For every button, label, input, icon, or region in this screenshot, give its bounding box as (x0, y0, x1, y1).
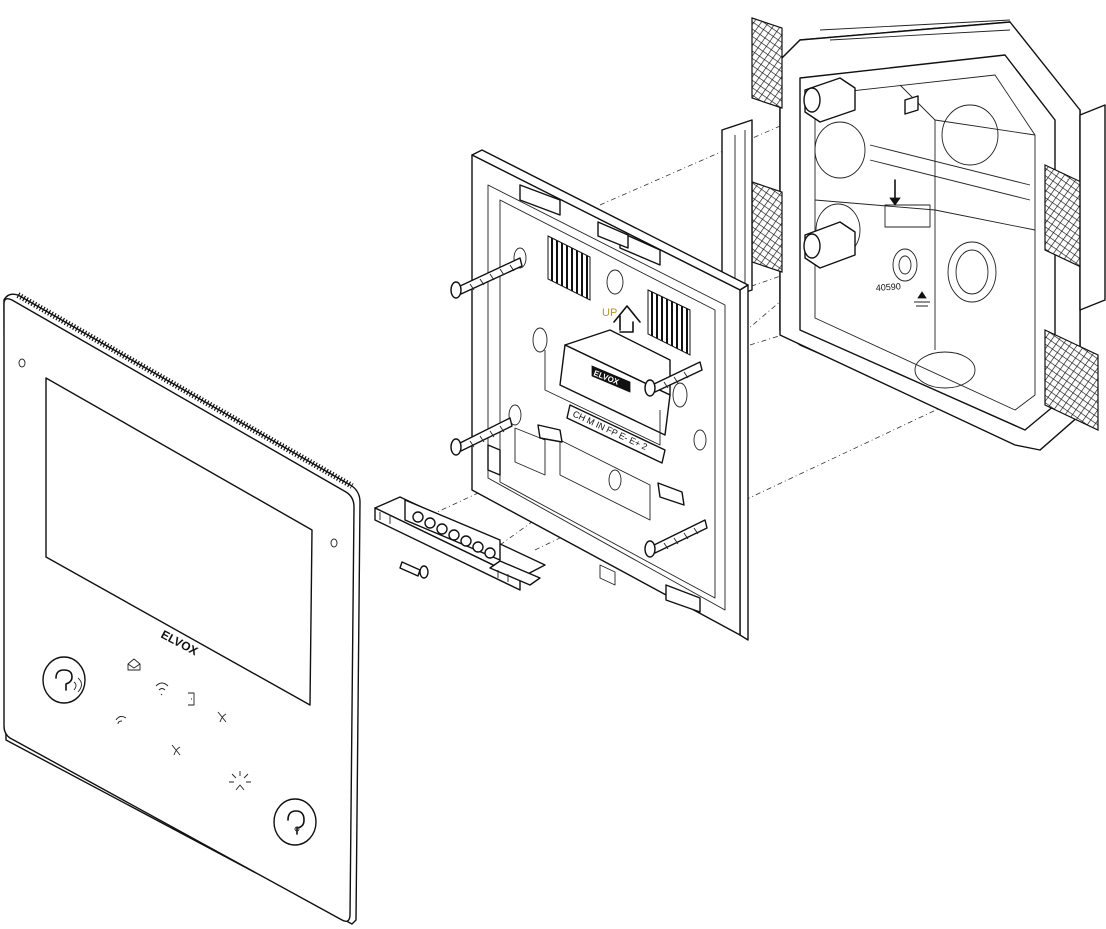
vent-grille-left (547, 235, 591, 301)
answer-call-button-icon (42, 656, 86, 704)
mounting-screws (399, 257, 708, 579)
terminal-screws (412, 511, 496, 559)
door-open-button-icon (273, 798, 317, 846)
box-wing-top-left (751, 17, 783, 109)
screw-mid-right (644, 361, 703, 397)
screw-mid-left (450, 417, 513, 456)
door-icon (188, 692, 195, 706)
video-monitor: ELVOX (3, 292, 361, 925)
terminal-block (374, 496, 546, 591)
box-model-number: 40590 (875, 281, 901, 293)
flush-mount-box: 40590 (721, 17, 1106, 451)
light-icon (229, 771, 251, 791)
box-wing-bottom-right (1044, 329, 1099, 431)
screw-terminal (399, 561, 429, 579)
handset-icon (115, 715, 127, 725)
box-wing-mid-left (751, 181, 783, 273)
monitor-screen (45, 377, 313, 706)
up-label: UP (602, 307, 617, 319)
vent-grille-right (647, 289, 691, 356)
touch-icons (115, 658, 251, 791)
wifi-icon (155, 682, 169, 696)
mounting-back-plate: UP ELVOX CH M IN FP E- E+ 2 (471, 149, 749, 641)
mute-icon (171, 744, 181, 756)
screw-bottom-right (644, 519, 708, 558)
message-icon (127, 658, 141, 671)
screw-top-left (450, 257, 523, 299)
bell-mute-icon (217, 711, 227, 723)
